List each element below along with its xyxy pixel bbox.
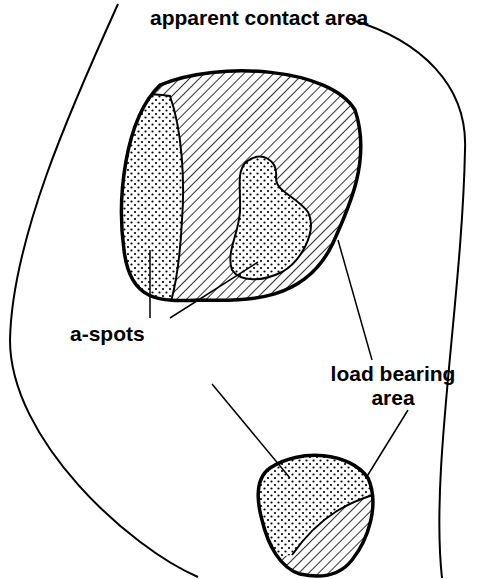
part-label: a-spots (70, 322, 180, 346)
leader-line (149, 250, 151, 318)
leader-line (338, 240, 372, 360)
leader-line (366, 410, 408, 478)
part-label: load bearing area (318, 362, 468, 410)
leader-line (170, 262, 258, 318)
load-bearing-area (250, 440, 390, 579)
region-label: apparent contact area (150, 6, 470, 30)
leader-line (212, 384, 290, 478)
a-spot (230, 157, 311, 280)
